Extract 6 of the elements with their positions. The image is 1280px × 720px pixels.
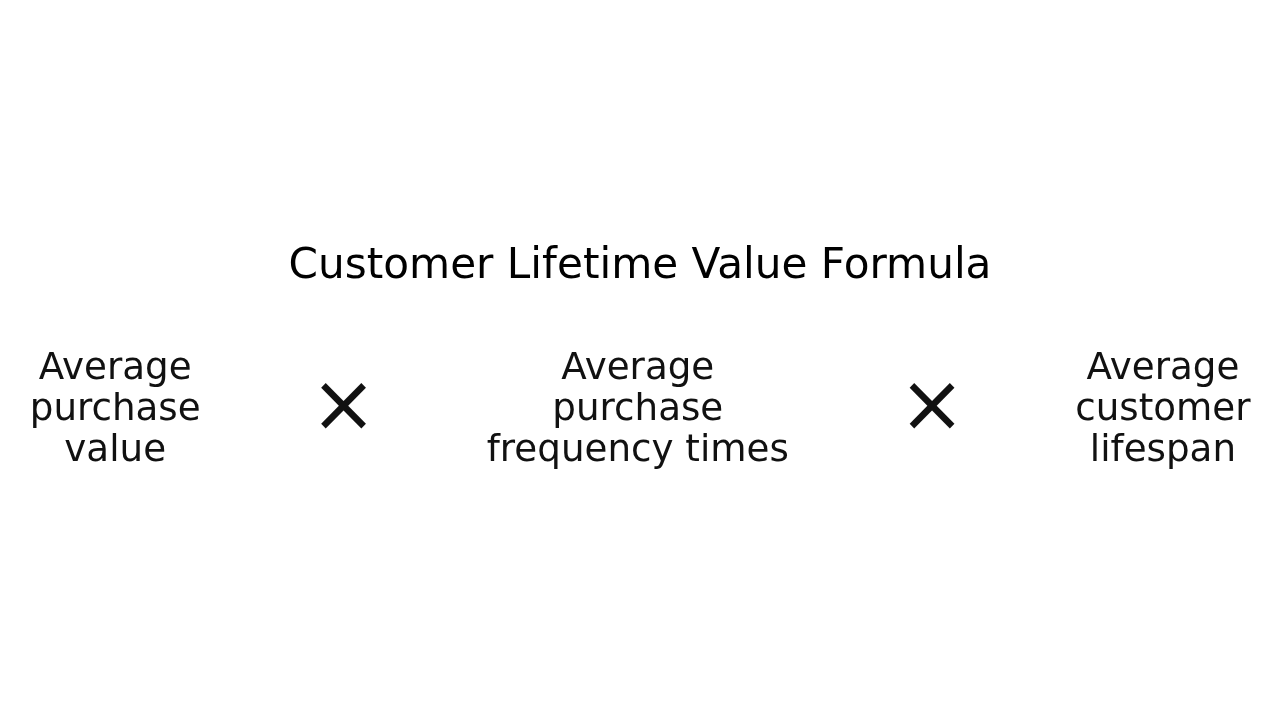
label: Average purchase frequency times [486,344,789,471]
diagram-title: Customer Lifetime Value Formula [288,238,992,288]
label: Average purchase value [29,344,201,471]
label: × [310,357,377,451]
label: × [898,357,966,451]
label: Average customer lifespan [1075,344,1251,471]
